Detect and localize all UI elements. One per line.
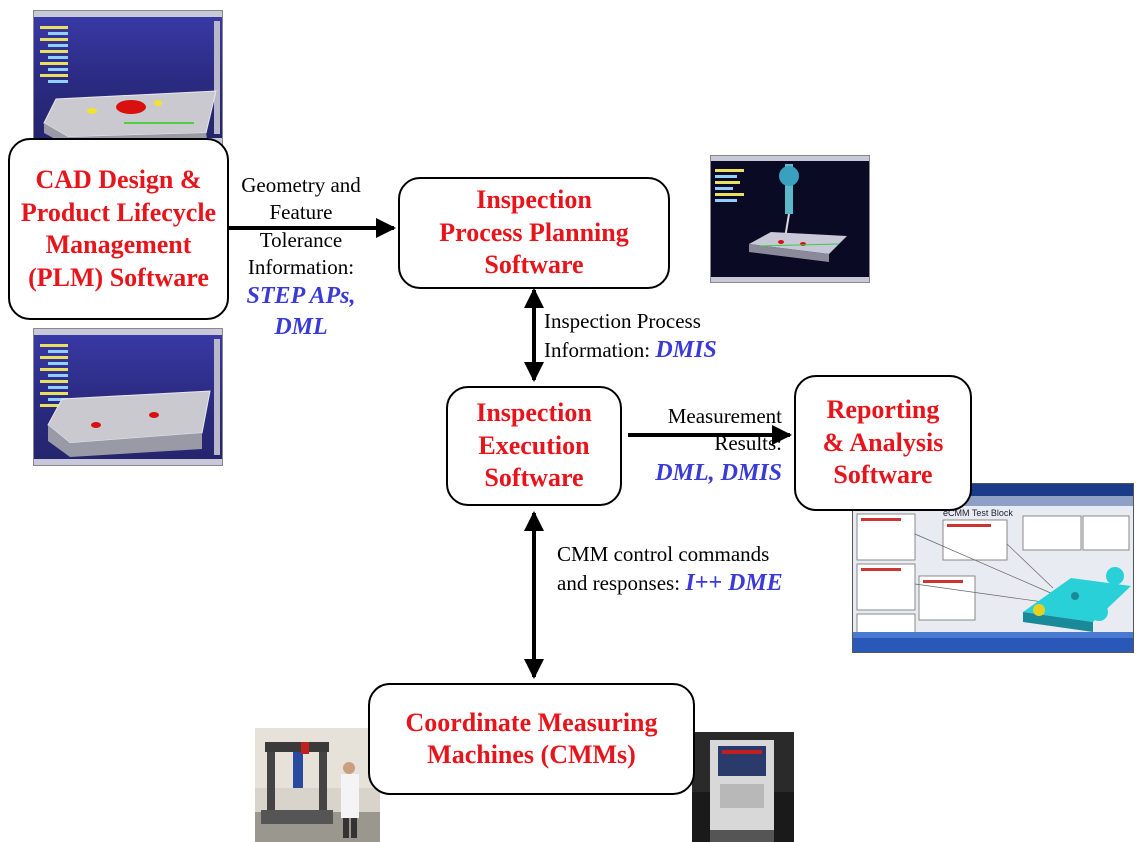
geometry-line2: Feature xyxy=(269,200,333,225)
planning-title: Inspection Process Planning Software xyxy=(439,185,629,280)
planning-screenshot xyxy=(710,155,870,283)
report-screenshot: eCMM Test Block xyxy=(852,483,1134,653)
measurement-line2: Results: xyxy=(714,431,782,456)
geometry-line1: Geometry and xyxy=(241,173,361,197)
cmm-control-std: I++ DME xyxy=(685,570,783,597)
cad-plm-box: CAD Design & Product Lifecycle Managemen… xyxy=(8,138,229,320)
process-std: DMIS xyxy=(655,337,717,364)
cmm-control-line2: and responses: xyxy=(557,571,681,596)
cmm-title: Coordinate Measuring Machines (CMMs) xyxy=(405,707,658,770)
execution-box: Inspection Execution Software xyxy=(446,386,622,506)
cmm-box: Coordinate Measuring Machines (CMMs) xyxy=(368,683,695,795)
cad-screenshot-bottom xyxy=(33,328,223,466)
reporting-title: Reporting & Analysis Software xyxy=(822,395,944,490)
geometry-line3: Tolerance xyxy=(259,227,343,252)
geometry-label: Geometry and Feature Tolerance Informati… xyxy=(222,172,380,344)
reporting-box: Reporting & Analysis Software xyxy=(794,375,972,511)
cmm-photo-right xyxy=(692,732,794,842)
geometry-std2: DML xyxy=(274,314,328,341)
cmm-photo-left xyxy=(255,728,380,842)
cmm-control-label: CMM control commands and responses: I++ … xyxy=(557,541,783,599)
process-line2: Information: xyxy=(544,338,651,363)
process-label: Inspection Process Information: DMIS xyxy=(544,308,717,366)
measurement-label: Measurement Results: DML, DMIS xyxy=(630,403,782,489)
report-title: eCMM Test Block xyxy=(943,508,1013,518)
cmm-control-line1: CMM control commands xyxy=(557,542,770,566)
measurement-line1: Measurement xyxy=(667,404,782,428)
measurement-std: DML, DMIS xyxy=(655,459,782,486)
execution-title: Inspection Execution Software xyxy=(476,398,592,493)
process-line1: Inspection Process xyxy=(544,309,701,333)
cad-plm-title: CAD Design & Product Lifecycle Managemen… xyxy=(20,165,217,292)
cad-screenshot-top xyxy=(33,10,223,145)
geometry-line4: Information: xyxy=(247,254,355,279)
geometry-std1: STEP APs, xyxy=(246,283,356,310)
planning-box: Inspection Process Planning Software xyxy=(398,177,670,289)
